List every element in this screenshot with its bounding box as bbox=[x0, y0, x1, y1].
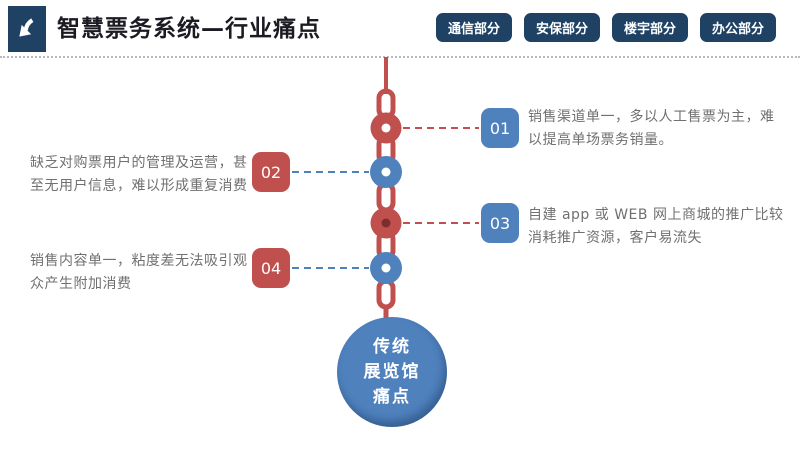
pain-text-01: 销售渠道单一，多以人工售票为主，难以提高单场票务销量。 bbox=[528, 109, 775, 148]
circle-label-line2: 展览馆 bbox=[363, 361, 421, 382]
slide-header: 智慧票务系统—行业痛点 通信部分 安保部分 楼宇部分 办公部分 bbox=[0, 0, 800, 57]
pain-badge-01: 01 bbox=[481, 108, 519, 148]
pain-badge-03: 03 bbox=[481, 203, 519, 243]
section-tabs: 通信部分 安保部分 楼宇部分 办公部分 bbox=[436, 13, 776, 42]
header-divider bbox=[0, 56, 800, 58]
traditional-exhibition-pain-circle: 传统 展览馆 痛点 bbox=[337, 317, 447, 427]
tab-office[interactable]: 办公部分 bbox=[700, 13, 776, 42]
down-right-arrow-icon bbox=[19, 18, 34, 37]
tab-security[interactable]: 安保部分 bbox=[524, 13, 600, 42]
pain-badge-02: 02 bbox=[252, 152, 290, 192]
tab-communication[interactable]: 通信部分 bbox=[436, 13, 512, 42]
pain-text-04: 销售内容单一，粘度差无法吸引观众产生附加消费 bbox=[30, 253, 248, 292]
pain-text-03: 自建 app 或 WEB 网上商城的推广比较消耗推广资源，客户易流失 bbox=[528, 207, 784, 246]
page-title: 智慧票务系统—行业痛点 bbox=[57, 16, 321, 42]
pain-badge-04: 04 bbox=[252, 248, 290, 288]
circle-label-line3: 痛点 bbox=[373, 386, 411, 407]
circle-label-line1: 传统 bbox=[373, 336, 411, 357]
tab-building[interactable]: 楼宇部分 bbox=[612, 13, 688, 42]
pain-text-02: 缺乏对购票用户的管理及运营，甚至无用户信息，难以形成重复消费 bbox=[30, 155, 248, 194]
header-logo-box bbox=[8, 6, 46, 52]
